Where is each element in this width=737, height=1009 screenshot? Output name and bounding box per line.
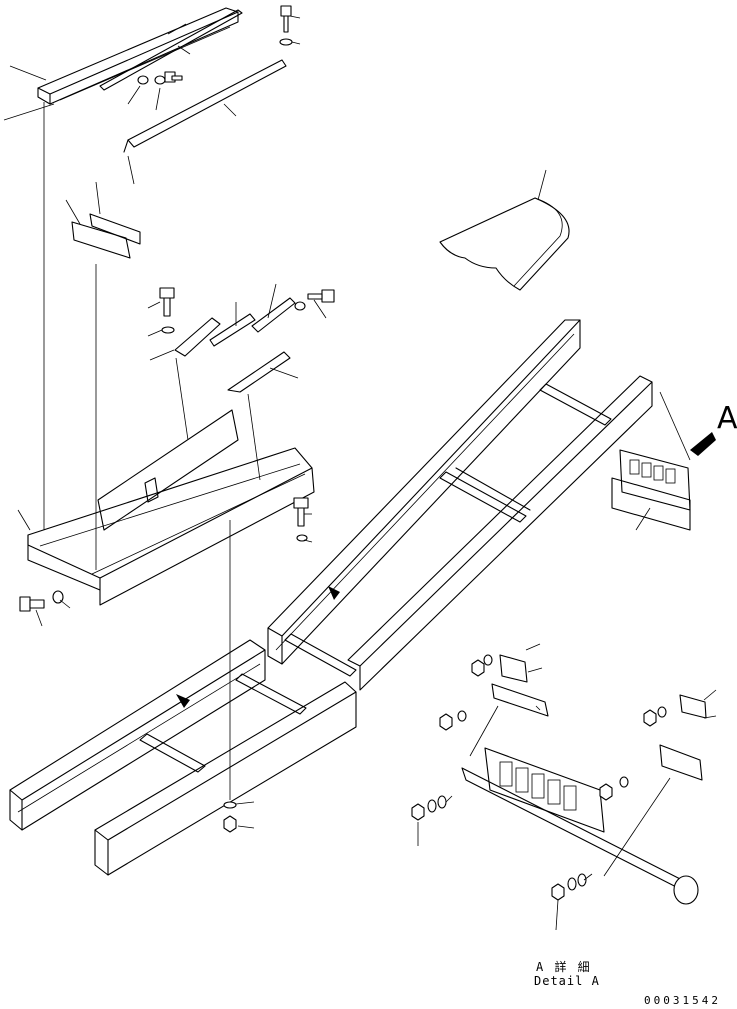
floor-mat-piece <box>439 197 570 291</box>
grille-plate-main <box>619 449 691 511</box>
detail-a-shaft <box>461 767 699 905</box>
top-bolt <box>279 5 293 46</box>
detail-caption-japanese: A 詳 細 <box>536 960 592 974</box>
side-bolt-upper <box>137 71 183 85</box>
detail-caption-english: Detail A <box>534 974 600 988</box>
bracket-plate <box>71 213 141 259</box>
main-frame-right-rail <box>347 375 653 691</box>
view-arrow <box>690 432 716 456</box>
bolt-mid-lower <box>293 497 309 542</box>
mid-angle-1 <box>174 317 221 357</box>
center-nut-washer <box>223 801 237 833</box>
assembly-lines <box>43 102 691 877</box>
triangle-bracket <box>227 351 291 393</box>
mid-bolt-2 <box>307 289 335 303</box>
callout-leaders <box>3 15 717 931</box>
walkway-tray <box>27 447 315 606</box>
mid-angle-3 <box>251 297 306 333</box>
view-marker-letter: A <box>717 401 737 436</box>
bolt-left-lower <box>19 590 64 612</box>
mid-angle-2 <box>209 313 256 347</box>
main-frame-left-rail <box>9 639 266 831</box>
middle-top-strip <box>123 59 287 153</box>
detail-a-brackets <box>491 654 707 781</box>
front-side-plate <box>97 409 239 531</box>
detail-a-grille <box>484 747 605 833</box>
main-frame-center-rail <box>94 681 357 876</box>
grille-cover <box>611 477 691 531</box>
top-thin-rod <box>99 9 243 91</box>
mid-bolt-1 <box>159 287 175 334</box>
drawing-number: 00031542 <box>644 994 721 1007</box>
frame-cross-members <box>139 383 612 773</box>
main-frame-upper-rail <box>267 319 581 665</box>
top-angle-rail <box>37 7 239 105</box>
detail-a-nuts-washers <box>411 654 667 901</box>
